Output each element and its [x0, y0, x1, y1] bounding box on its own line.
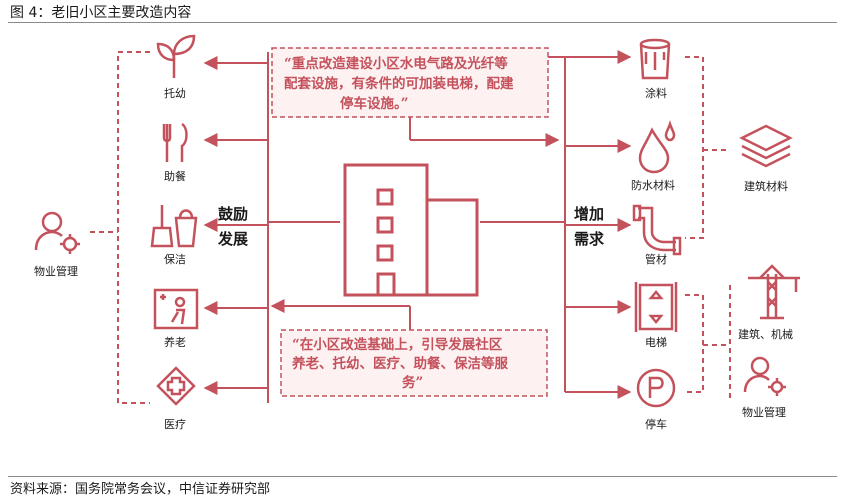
source-note: 资料来源：国务院常务会议，中信证券研究部: [10, 482, 271, 497]
person-gear-icon: [34, 211, 80, 254]
left-arrow-label-2: 发展: [217, 230, 248, 248]
building-icon: [343, 163, 479, 297]
crane-icon: [748, 264, 800, 320]
paint-bucket-icon: [639, 38, 671, 80]
output-1-label: 建筑材料: [744, 179, 788, 193]
right-lower-dashed-bracket: [685, 294, 704, 393]
right-item-3-label: 管材: [645, 252, 667, 266]
bottom-quote-box: [280, 329, 548, 397]
right-item-4-label: 电梯: [645, 336, 667, 349]
right-item-1-label: 涂料: [645, 86, 667, 100]
bottom-quote-line-3: 务”: [402, 374, 423, 391]
layers-icon: [739, 124, 793, 168]
left-item-3-label: 保洁: [164, 252, 186, 266]
top-quote-line-2: 配套设施，有条件的可加装电梯，配建: [284, 75, 514, 92]
actor-label: 物业管理: [34, 264, 78, 278]
right-item-2-label: 防水材料: [631, 178, 675, 192]
parking-icon: [636, 368, 676, 408]
output-2-label: 建筑、机械: [738, 327, 793, 341]
left-arrow-label-1: 鼓励: [218, 205, 248, 223]
medical-cross-icon: [156, 366, 196, 406]
top-quote-line-3: 停车设施。”: [340, 95, 409, 112]
right-arrow-label-1: 增加: [574, 205, 604, 223]
output-person-gear-icon: [743, 356, 786, 396]
cleaning-icon: [150, 205, 198, 248]
right-arrow-label-2: 需求: [574, 230, 605, 248]
right-item-5-label: 停车: [645, 417, 667, 431]
pipe-icon: [632, 204, 682, 256]
bottom-rule: [8, 476, 837, 477]
water-drop-icon: [638, 120, 676, 174]
top-quote-box: [271, 47, 549, 118]
bottom-quote-line-2: 养老、托幼、医疗、助餐、保洁等服: [291, 355, 508, 372]
figure-title: 图 4：老旧小区主要改造内容: [10, 5, 192, 21]
elevator-icon: [634, 282, 678, 332]
left-item-1-label: 托幼: [164, 86, 186, 100]
left-item-4-label: 养老: [164, 335, 186, 349]
top-rule: [8, 22, 837, 23]
bottom-quote-line-1: “在小区改造基础上，引导发展社区: [292, 336, 503, 353]
right-upper-dashed-bracket: [685, 56, 704, 239]
elderly-care-icon: [153, 288, 199, 330]
top-quote-line-1: “重点改造建设小区水电气路及光纤等: [284, 55, 508, 72]
left-item-2-label: 助餐: [164, 169, 186, 183]
left-item-5-label: 医疗: [164, 417, 186, 431]
sprout-icon: [156, 34, 196, 78]
cutlery-icon: [162, 122, 188, 162]
output-3-label: 物业管理: [742, 405, 786, 419]
left-dashed-bracket: [117, 51, 150, 404]
